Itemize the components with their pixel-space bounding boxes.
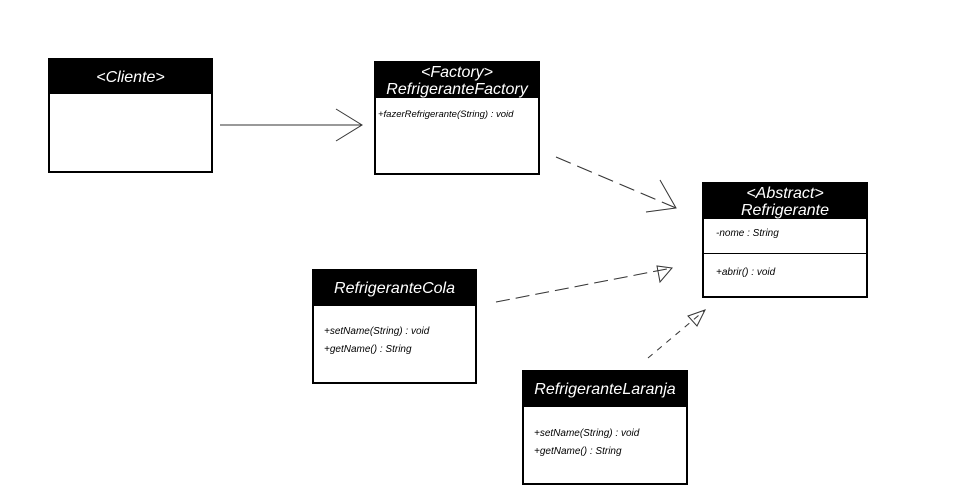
class-refrigerante-header: <Abstract> Refrigerante — [704, 184, 866, 219]
class-refrigerante-attributes: -nome : String — [704, 219, 866, 253]
class-refrigerante-laranja[interactable]: RefrigeranteLaranja +setName(String) : v… — [522, 370, 688, 485]
class-factory-methods: +fazerRefrigerante(String) : void — [376, 98, 538, 132]
class-laranja-name: RefrigeranteLaranja — [534, 381, 676, 398]
class-cliente[interactable]: <Cliente> — [48, 58, 213, 173]
class-laranja-header: RefrigeranteLaranja — [524, 372, 686, 407]
cola-to-refrigerante-arrowhead — [656, 265, 673, 284]
class-refrigerante-factory[interactable]: <Factory> RefrigeranteFactory +fazerRefr… — [374, 61, 540, 175]
attribute-nome: -nome : String — [716, 228, 779, 239]
factory-to-refrigerante-arrowhead — [645, 179, 677, 213]
laranja-to-refrigerante-arrow — [647, 309, 706, 359]
class-laranja-methods: +setName(String) : void +getName() : Str… — [524, 407, 686, 463]
class-cliente-header: <Cliente> — [50, 60, 211, 94]
cliente-to-factory-arrowhead — [335, 108, 363, 142]
method-set-name: +setName(String) : void — [534, 428, 640, 439]
class-refrigerante-cola[interactable]: RefrigeranteCola +setName(String) : void… — [312, 269, 477, 384]
method-fazer-refrigerante: +fazerRefrigerante(String) : void — [378, 109, 514, 120]
class-factory-stereotype: <Factory> — [420, 63, 494, 81]
class-cliente-stereotype: <Cliente> — [96, 68, 165, 86]
method-get-name: +getName() : String — [534, 446, 622, 457]
class-refrigerante[interactable]: <Abstract> Refrigerante -nome : String +… — [702, 182, 868, 298]
method-abrir: +abrir() : void — [716, 267, 776, 278]
laranja-to-refrigerante-arrowhead — [687, 309, 707, 327]
method-set-name: +setName(String) : void — [324, 326, 430, 337]
class-refrigerante-stereotype: <Abstract> — [746, 184, 824, 202]
class-refrigerante-name: Refrigerante — [740, 201, 830, 219]
class-refrigerante-methods: +abrir() : void — [704, 253, 866, 284]
cola-to-refrigerante-arrow — [495, 267, 673, 303]
factory-to-refrigerante-arrow — [555, 156, 677, 209]
class-cola-header: RefrigeranteCola — [314, 271, 475, 306]
class-cola-methods: +setName(String) : void +getName() : Str… — [314, 306, 475, 361]
class-factory-header: <Factory> RefrigeranteFactory — [376, 63, 538, 98]
class-cola-name: RefrigeranteCola — [334, 280, 455, 297]
class-factory-name: RefrigeranteFactory — [386, 80, 528, 98]
method-get-name: +getName() : String — [324, 344, 412, 355]
